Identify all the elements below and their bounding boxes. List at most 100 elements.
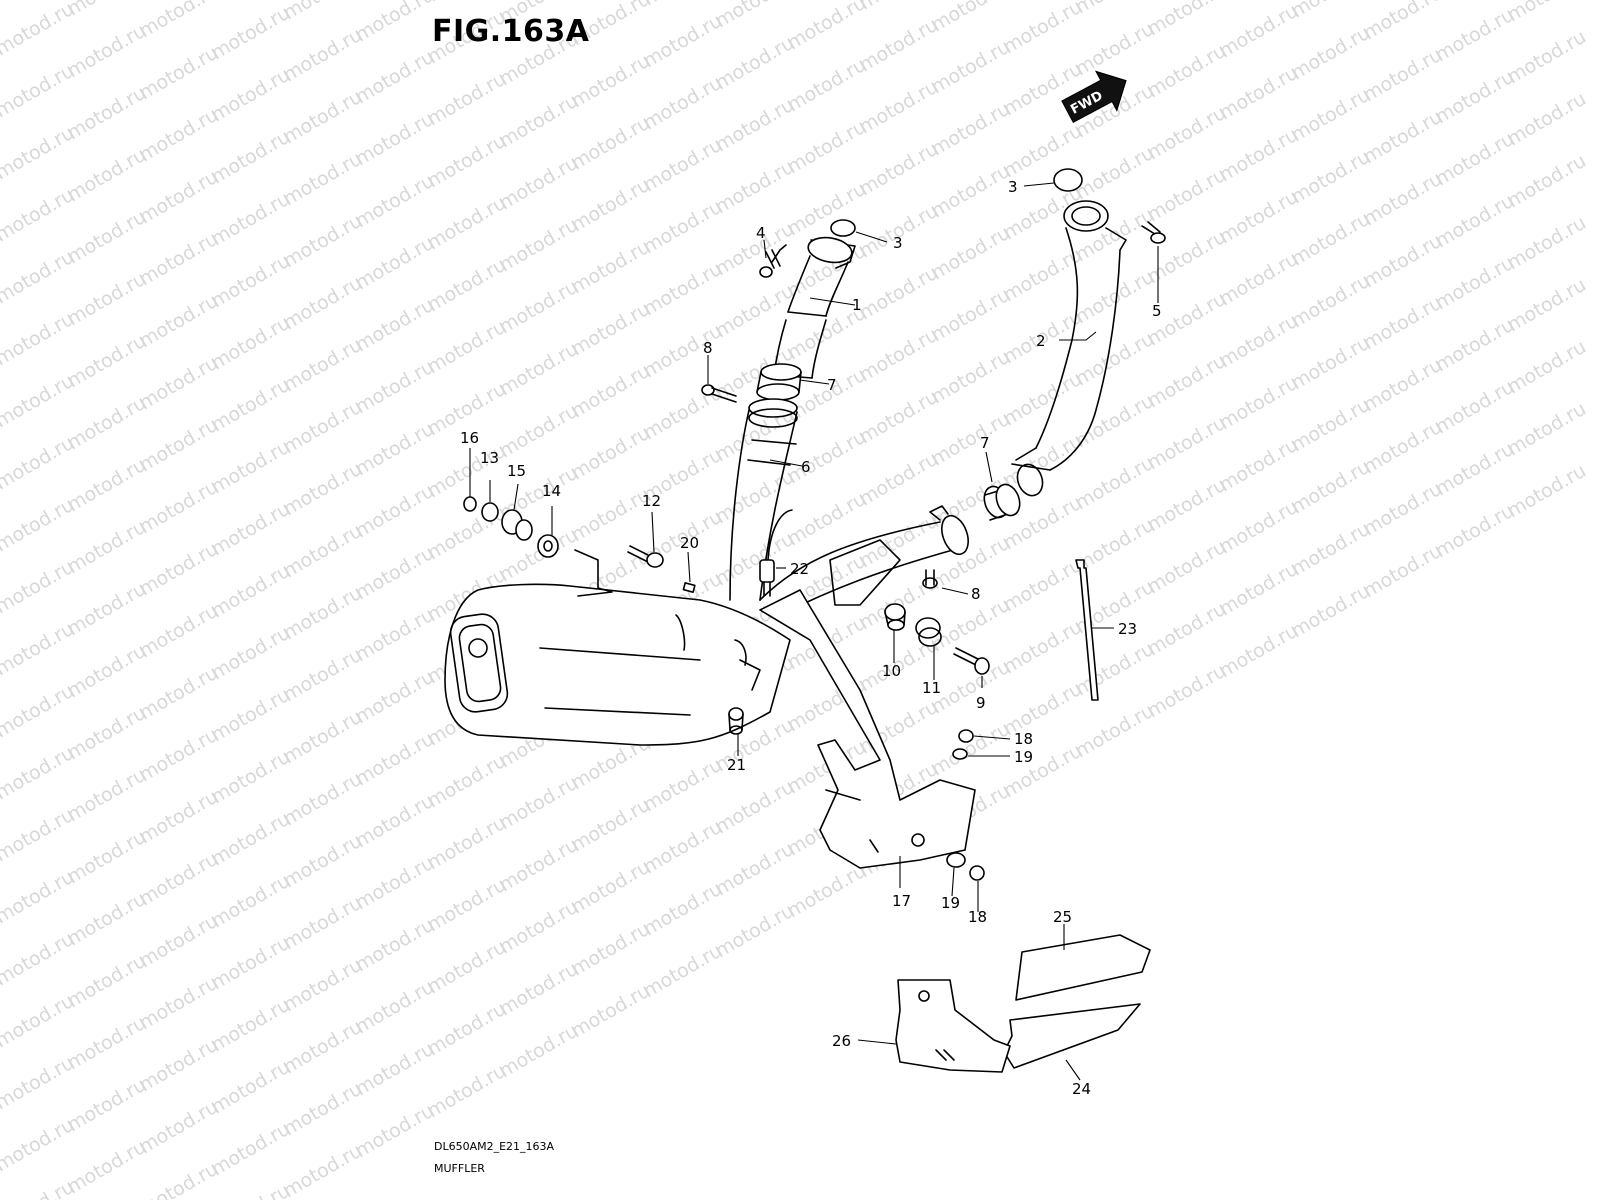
watermark-text: motod.ru (64, 1136, 150, 1199)
watermark-text: motod.ru (568, 298, 654, 361)
leader-lines (469, 182, 1159, 1081)
watermark-text: motod.ru (1504, 150, 1590, 213)
watermark-text: motod.ru (280, 892, 366, 955)
bolt-8-upper (701, 384, 737, 403)
callout-8b: 8 (971, 585, 981, 603)
watermark-text: motod.ru (1504, 0, 1590, 26)
watermark-text: motod.ru (712, 0, 798, 32)
watermark-text: motod.ru (136, 538, 222, 601)
watermark-text: motod.ru (280, 272, 366, 335)
watermark-text: motod.ru (136, 662, 222, 725)
watermark-text: motod.ru (1216, 434, 1302, 497)
watermark-text: motod.ru (1072, 18, 1158, 81)
watermark-text: motod.ru (208, 746, 294, 809)
watermark-text: motod.ru (1216, 620, 1302, 683)
watermark-text: motod.ru (1216, 310, 1302, 373)
watermark-text: motod.ru (136, 290, 222, 353)
watermark-text: motod.ru (496, 772, 582, 835)
watermark-text: motod.ru (856, 510, 942, 573)
watermark-text: motod.ru (712, 32, 798, 95)
watermark-text: motod.ru (208, 1056, 294, 1119)
watermark-text: motod.ru (712, 94, 798, 157)
watermark-text: motod.ru (1072, 328, 1158, 391)
watermark-text: motod.ru (1360, 106, 1446, 169)
watermark-text: motod.ru (496, 834, 582, 897)
watermark-text: motod.ru (136, 972, 222, 1035)
watermark-text: motod.ru (496, 214, 582, 277)
callout-14: 14 (542, 482, 561, 500)
watermark-text: motod.ru (352, 108, 438, 171)
watermark-text: motod.ru (1432, 4, 1518, 67)
watermark-text: motod.ru (1072, 0, 1158, 18)
callout-1: 1 (852, 296, 862, 314)
watermark-text: motod.ru (1000, 740, 1086, 803)
oxygen-sensor (759, 509, 793, 597)
watermark-text: motod.ru (1000, 616, 1086, 679)
screw-washer-upper (952, 729, 974, 760)
watermark-text: motod.ru (208, 498, 294, 561)
watermark-text: motod.ru (136, 848, 222, 911)
watermark-text: motod.ru (640, 940, 726, 1003)
figure-code: DL650AM2_E21_163A (434, 1140, 555, 1153)
watermark-text: motod.ru (64, 950, 150, 1013)
callout-19a: 19 (1014, 748, 1033, 766)
watermark-text: motod.ru (640, 0, 726, 10)
watermark-text: motod.ru (352, 0, 438, 46)
damper-21 (728, 707, 744, 735)
watermark-text: motod.ru (280, 706, 366, 769)
watermark-text: motod.ru (1216, 62, 1302, 125)
watermark-text: motod.ru (424, 254, 510, 317)
watermark-text: motod.ru (1432, 0, 1518, 4)
watermark-text: motod.ru (64, 640, 150, 703)
watermark-text: motod.ru (280, 1140, 366, 1200)
watermark-text: motod.ru (352, 852, 438, 915)
callout-7b: 7 (980, 434, 990, 452)
watermark-text: motod.ru (1288, 332, 1374, 395)
muffler (444, 549, 791, 746)
figure-title: FIG.163A (432, 14, 590, 49)
watermark-text: motod.ru (496, 896, 582, 959)
watermark-text: motod.ru (712, 280, 798, 343)
watermark-text: motod.ru (280, 86, 366, 149)
watermark-text: motod.ru (928, 160, 1014, 223)
watermark-text: motod.ru (280, 334, 366, 397)
watermark-text: motod.ru (64, 0, 150, 20)
watermark-text: motod.ru (424, 998, 510, 1061)
watermark-text: motod.ru (64, 1074, 150, 1137)
watermark-text: motod.ru (568, 174, 654, 237)
watermark-text: motod.ru (136, 786, 222, 849)
watermark-text: motod.ru (1144, 474, 1230, 537)
watermark-text: motod.ru (352, 46, 438, 109)
watermark-text: motod.ru (424, 750, 510, 813)
watermark-text: motod.ru (928, 0, 1014, 36)
callout-labels: 1 2 3 3 4 5 6 7 7 8 8 9 10 11 12 13 14 1… (460, 178, 1162, 1098)
watermark-text: motod.ru (1360, 44, 1446, 107)
watermark-text: motod.ru (784, 860, 870, 923)
watermark-text: motod.ru (1432, 66, 1518, 129)
watermark-text: motod.ru (1216, 496, 1302, 559)
watermark-text: motod.ru (1144, 0, 1230, 40)
watermark-text: motod.ru (496, 152, 582, 215)
watermark-text: motod.ru (1216, 0, 1302, 62)
watermark-text: motod.ru (64, 516, 150, 579)
bolt-9 (953, 647, 990, 675)
watermark-text: motod.ru (1288, 0, 1374, 22)
watermark-text: motod.ru (568, 112, 654, 175)
watermark-text: motod.ru (856, 386, 942, 449)
watermark-text: motod.ru (424, 130, 510, 193)
watermark-text: motod.ru (208, 1118, 294, 1181)
watermark-text: motod.ru (1360, 354, 1446, 417)
watermark-text: motod.ru (784, 0, 870, 54)
watermark-text: motod.ru (568, 794, 654, 857)
watermark-text: motod.ru (208, 932, 294, 995)
watermark-text: motod.ru (1000, 554, 1086, 617)
watermark-text: motod.ru (208, 64, 294, 127)
watermark-text: motod.ru (712, 528, 798, 591)
watermark-text: motod.ru (856, 448, 942, 511)
forward-arrow-icon (1061, 70, 1127, 123)
watermark-text: motod.ru (712, 156, 798, 219)
watermark-text: motod.ru (1144, 40, 1230, 103)
watermark-text: motod.ru (1288, 518, 1374, 581)
watermark-text: motod.ru (64, 268, 150, 331)
watermark-text: motod.ru (1504, 336, 1590, 399)
